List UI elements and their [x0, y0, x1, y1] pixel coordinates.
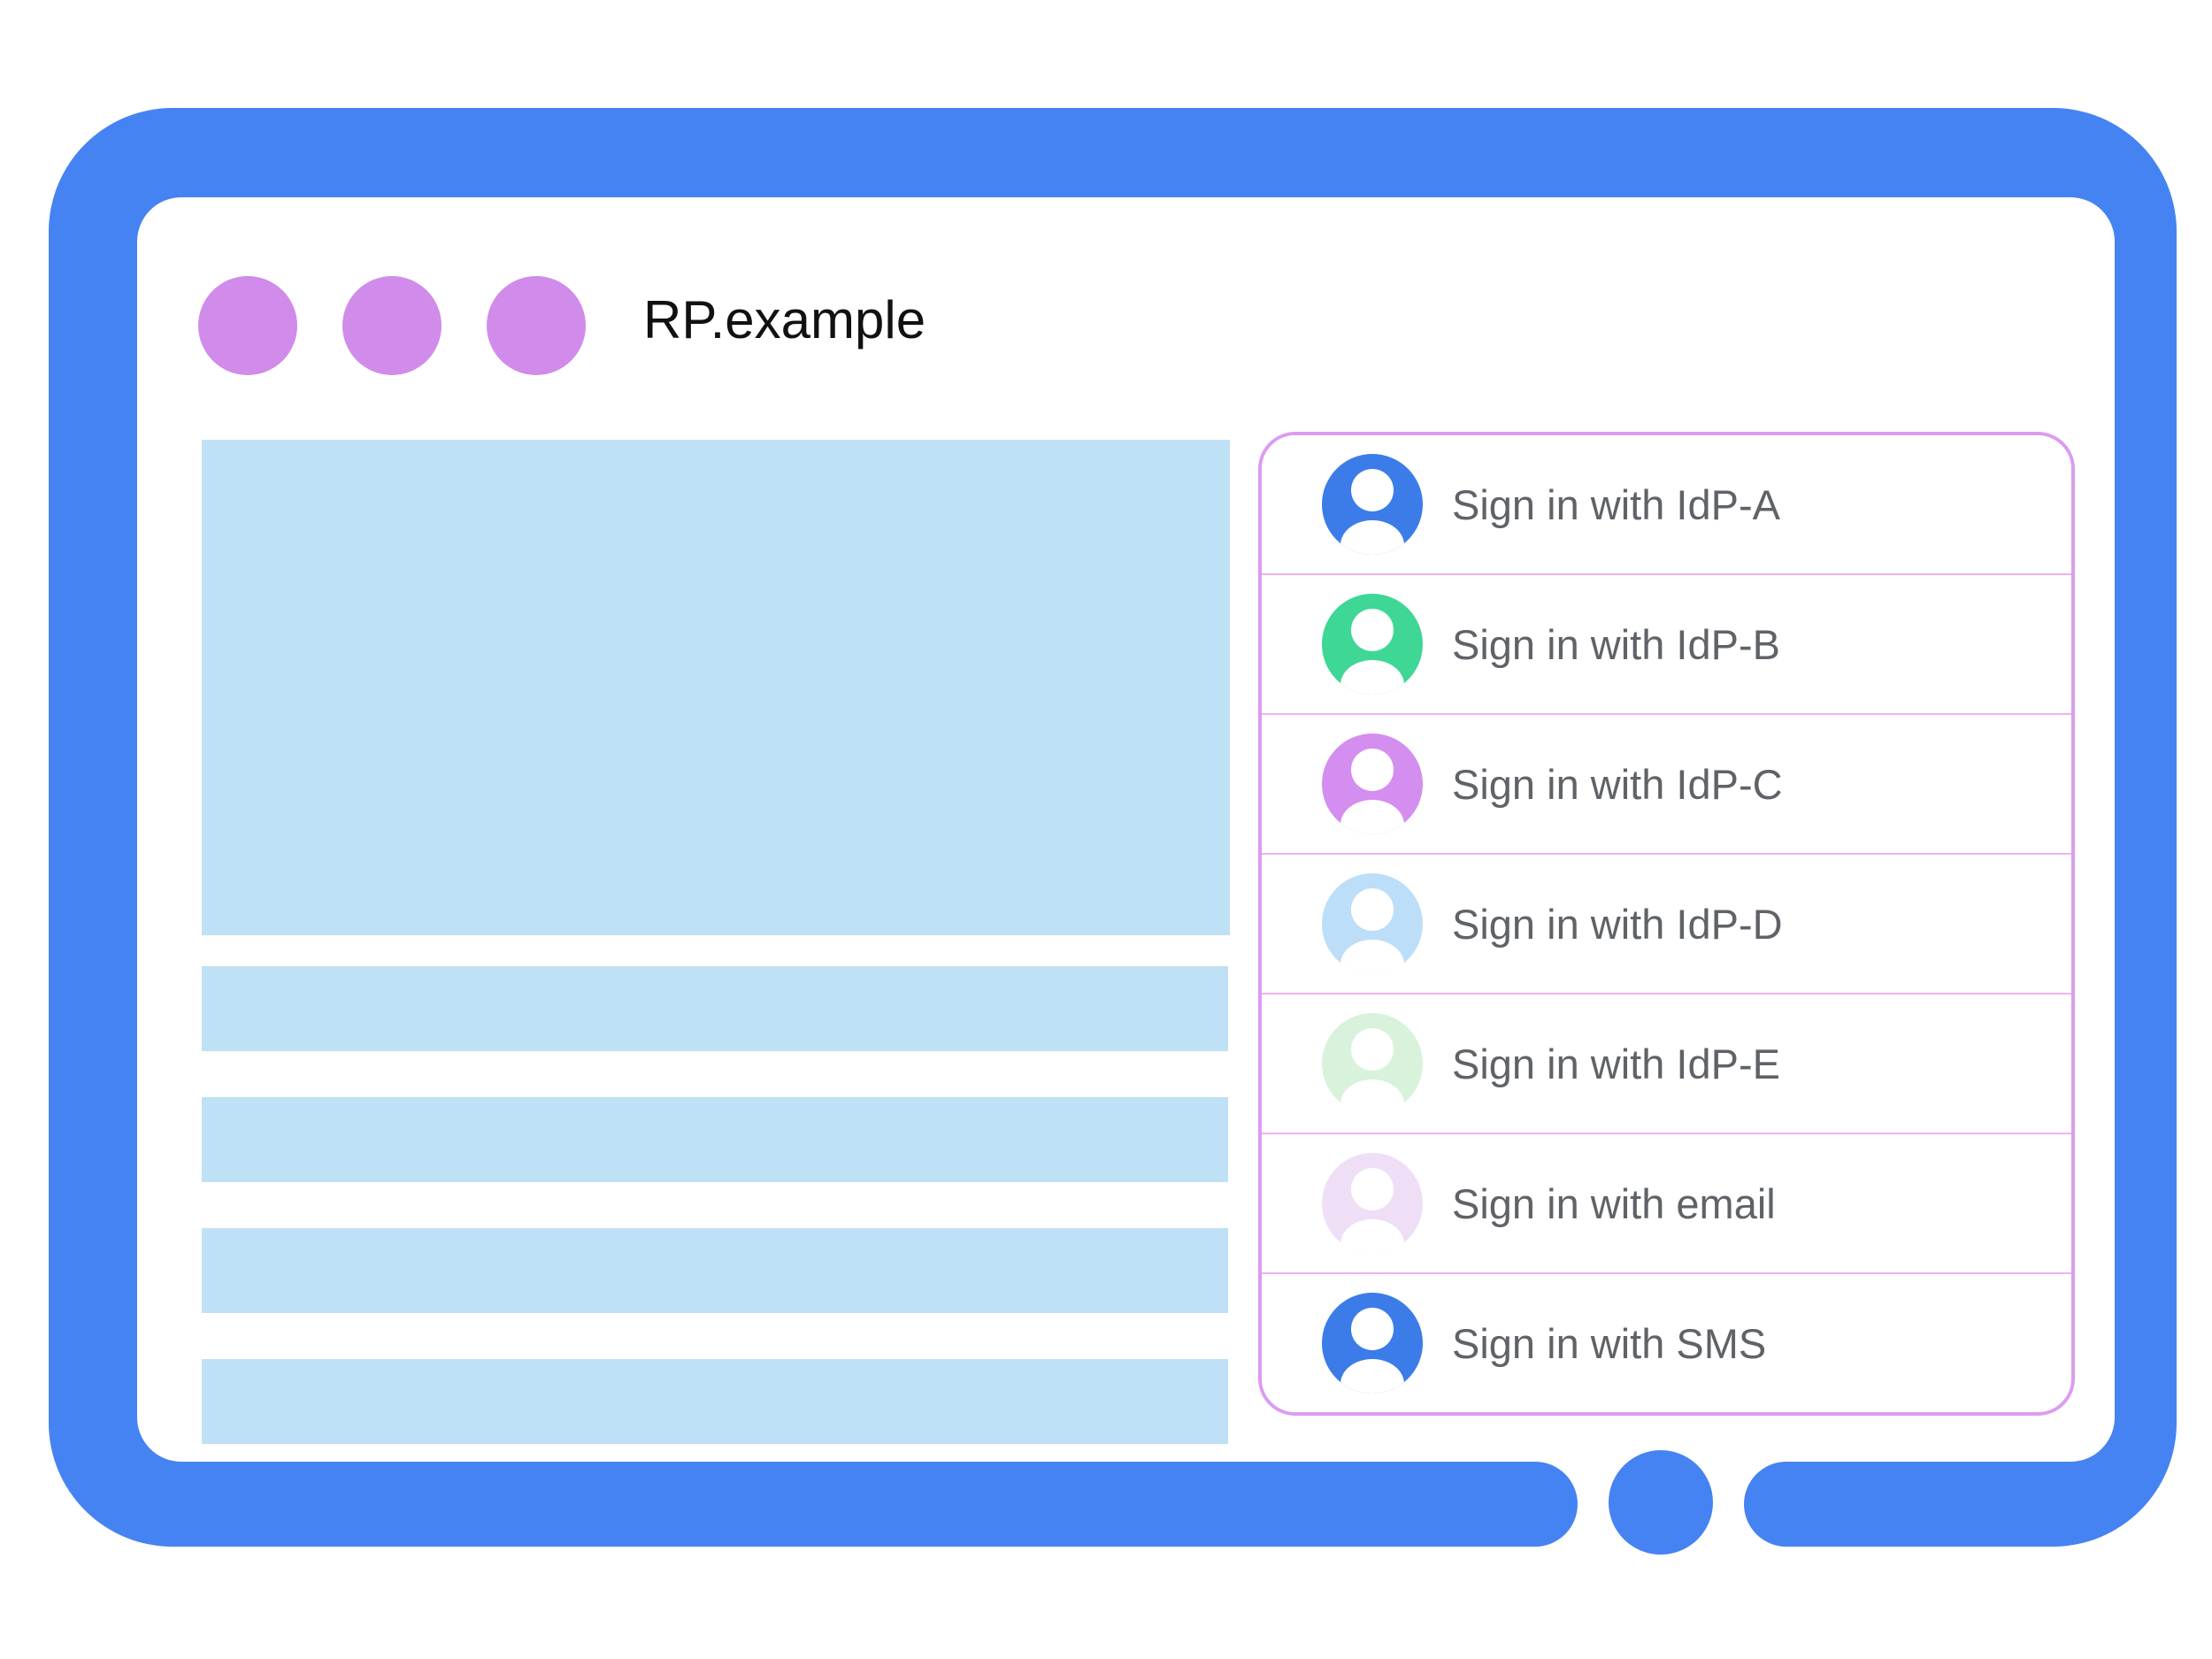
avatar-torso [1340, 940, 1405, 974]
signin-option-label: Sign in with SMS [1452, 1319, 1767, 1367]
user-avatar-icon [1322, 594, 1423, 695]
avatar-torso [1340, 800, 1405, 834]
signin-option-label: Sign in with IdP-E [1452, 1040, 1780, 1087]
bezel-segment-right [1744, 1462, 1894, 1547]
signin-option-idp-b[interactable]: Sign in with IdP-B [1262, 575, 2071, 715]
avatar-head [1351, 1028, 1394, 1071]
user-avatar-icon [1322, 1013, 1423, 1114]
content-placeholder-hero [202, 440, 1230, 935]
avatar-head [1351, 1168, 1394, 1210]
signin-option-idp-c[interactable]: Sign in with IdP-C [1262, 715, 2071, 855]
avatar-torso [1340, 1219, 1405, 1254]
avatar-torso [1340, 1079, 1405, 1114]
user-avatar-icon [1322, 873, 1423, 974]
user-avatar-icon [1322, 1293, 1423, 1394]
user-avatar-icon [1322, 733, 1423, 834]
avatar-head [1351, 749, 1394, 791]
avatar-head [1351, 469, 1394, 511]
bezel-segment-left [1433, 1462, 1578, 1547]
user-avatar-icon [1322, 454, 1423, 555]
signin-option-label: Sign in with IdP-D [1452, 900, 1783, 948]
user-avatar-icon [1322, 1153, 1423, 1254]
avatar-head [1351, 888, 1394, 931]
content-placeholder-bar [202, 1228, 1228, 1313]
signin-option-idp-e[interactable]: Sign in with IdP-E [1262, 995, 2071, 1134]
content-placeholder-bar [202, 1097, 1228, 1182]
signin-option-label: Sign in with email [1452, 1179, 1776, 1227]
content-placeholder-bar [202, 1359, 1228, 1444]
signin-option-label: Sign in with IdP-C [1452, 760, 1783, 808]
window-control-dot[interactable] [487, 276, 586, 375]
window-control-dot[interactable] [342, 276, 442, 375]
avatar-torso [1340, 1359, 1405, 1394]
avatar-torso [1340, 660, 1405, 695]
site-title: RP.example [643, 290, 926, 349]
signin-option-label: Sign in with IdP-A [1452, 480, 1780, 528]
content-placeholder-bar [202, 966, 1228, 1051]
signin-option-idp-d[interactable]: Sign in with IdP-D [1262, 855, 2071, 995]
signin-option-idp-a[interactable]: Sign in with IdP-A [1262, 435, 2071, 575]
avatar-torso [1340, 520, 1405, 555]
avatar-head [1351, 1308, 1394, 1350]
signin-option-sms[interactable]: Sign in with SMS [1262, 1274, 2071, 1412]
home-button[interactable] [1609, 1450, 1713, 1555]
window-control-dot[interactable] [198, 276, 297, 375]
signin-option-email[interactable]: Sign in with email [1262, 1134, 2071, 1274]
signin-option-label: Sign in with IdP-B [1452, 620, 1780, 668]
signin-chooser-panel: Sign in with IdP-A Sign in with IdP-B Si… [1258, 432, 2075, 1416]
avatar-head [1351, 609, 1394, 651]
